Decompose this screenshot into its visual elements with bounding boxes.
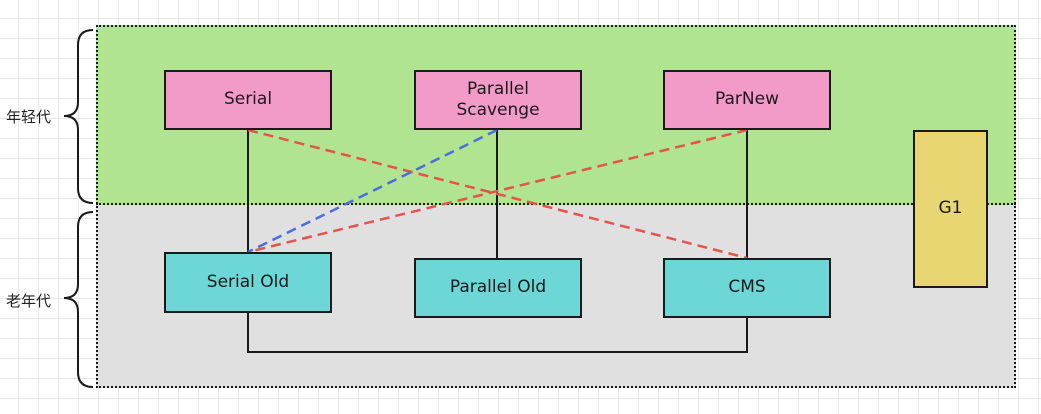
parnew-collector-box: ParNew: [663, 70, 831, 130]
cms-collector-box: CMS: [663, 258, 831, 318]
old-generation-brace: [63, 211, 94, 388]
parnew-to-serial-old-dashed-link: [247, 128, 748, 254]
parallel-scavenge-collector-box: Parallel Scavenge: [414, 70, 582, 130]
g1-collector-box: G1: [913, 130, 988, 288]
serial-to-cms-dashed-link: [247, 128, 748, 260]
old-generation-label: 老年代: [6, 292, 52, 310]
serial-old-collector-box: Serial Old: [164, 252, 332, 313]
young-generation-brace: [63, 29, 94, 204]
young-generation-label: 年轻代: [6, 108, 52, 126]
parallel-old-collector-box: Parallel Old: [414, 258, 582, 318]
serial-old-to-cms-link: [247, 313, 748, 353]
parallel-scavenge-to-serial-old-dashed-link: [247, 128, 498, 254]
serial-collector-box: Serial: [164, 70, 332, 130]
generation-divider: [96, 203, 1016, 205]
heap-border: [96, 25, 1016, 388]
